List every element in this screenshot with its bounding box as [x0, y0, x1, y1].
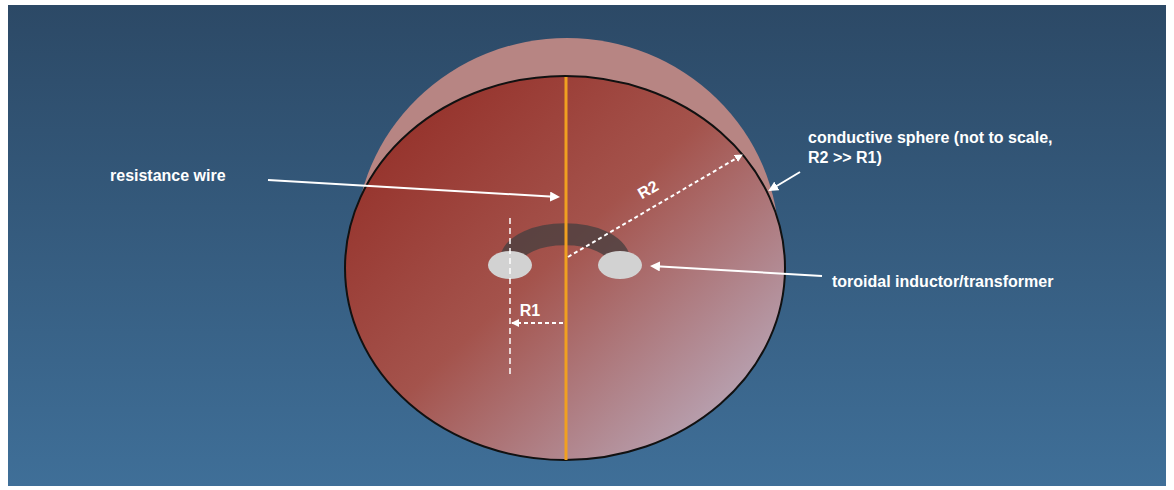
r1-dimension-arrow — [512, 322, 563, 324]
dimension-label: R1 — [520, 301, 540, 321]
toroid-section-left — [488, 251, 532, 279]
background — [8, 5, 1166, 486]
part-label: toroidal inductor/transformer — [832, 272, 1053, 292]
sphere-cross-section — [345, 76, 785, 460]
toroid-section-right — [598, 251, 642, 279]
leader-line — [652, 266, 822, 276]
leader-line — [770, 172, 800, 190]
resistance-wire — [565, 77, 568, 460]
r2-dimension-arrow — [568, 155, 742, 257]
part-label: resistance wire — [110, 166, 226, 186]
r1-reference-line — [509, 218, 511, 378]
leader-line — [268, 180, 558, 197]
part-label: conductive sphere (not to scale, R2 >> R… — [808, 128, 1070, 168]
